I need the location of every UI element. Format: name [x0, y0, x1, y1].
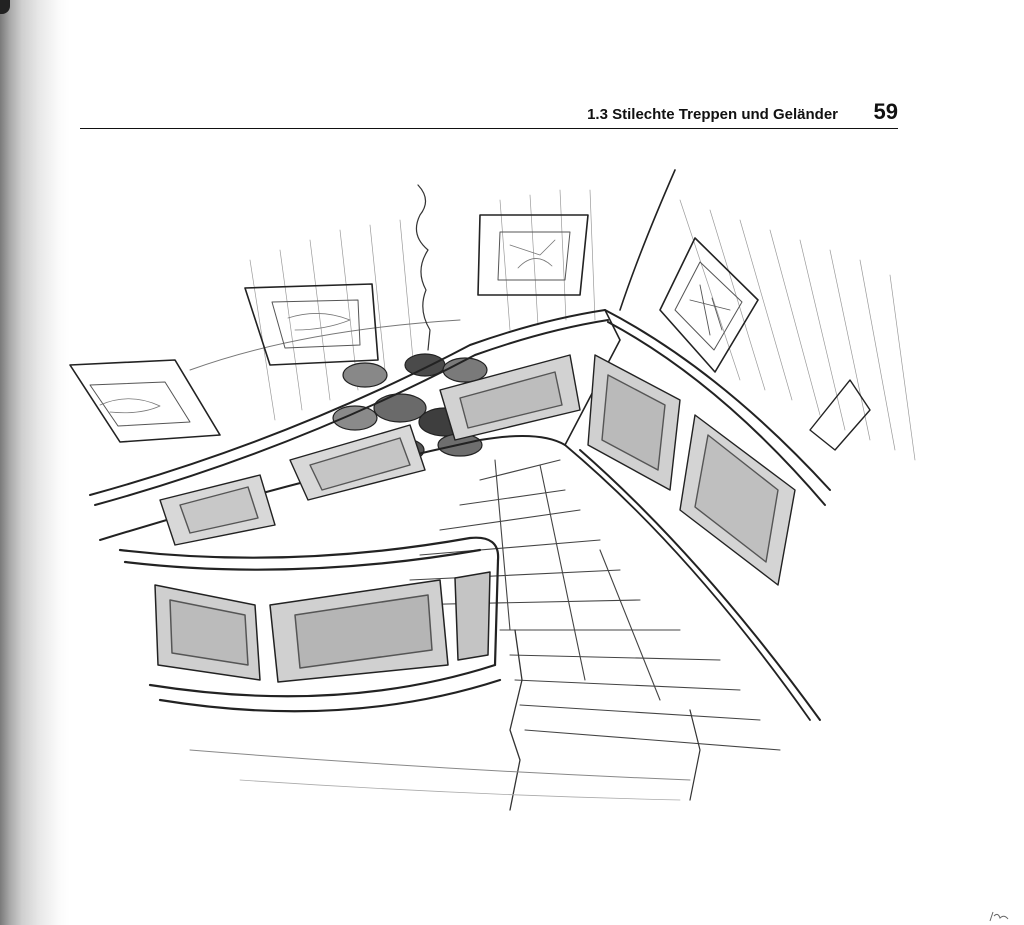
- right-railing: [564, 309, 831, 721]
- picture-frame-far-right: [809, 379, 871, 451]
- right-railing-panels: [587, 354, 796, 586]
- wall-corner: [619, 169, 676, 311]
- corner-scribble: [989, 911, 1009, 922]
- picture-frame-center-left: [244, 283, 379, 366]
- stair-treads: [399, 459, 781, 751]
- section-title: 1.3 Stilechte Treppen und Geländer: [587, 106, 838, 123]
- front-railing-panels: [154, 571, 491, 683]
- running-head: 1.3 Stilechte Treppen und Geländer 59: [80, 96, 898, 129]
- page-number: 59: [873, 99, 898, 124]
- picture-frame-left: [69, 359, 221, 443]
- picture-frame-right: [659, 237, 759, 373]
- front-railing: [118, 536, 502, 713]
- stair-crack: [509, 629, 523, 811]
- floor-line: [189, 749, 691, 781]
- picture-frame-center: [477, 214, 589, 296]
- corner-mark: [0, 0, 10, 14]
- staircase-sketch: [69, 169, 916, 811]
- upper-railing-panels: [159, 354, 581, 546]
- book-gutter-shadow: [0, 0, 70, 925]
